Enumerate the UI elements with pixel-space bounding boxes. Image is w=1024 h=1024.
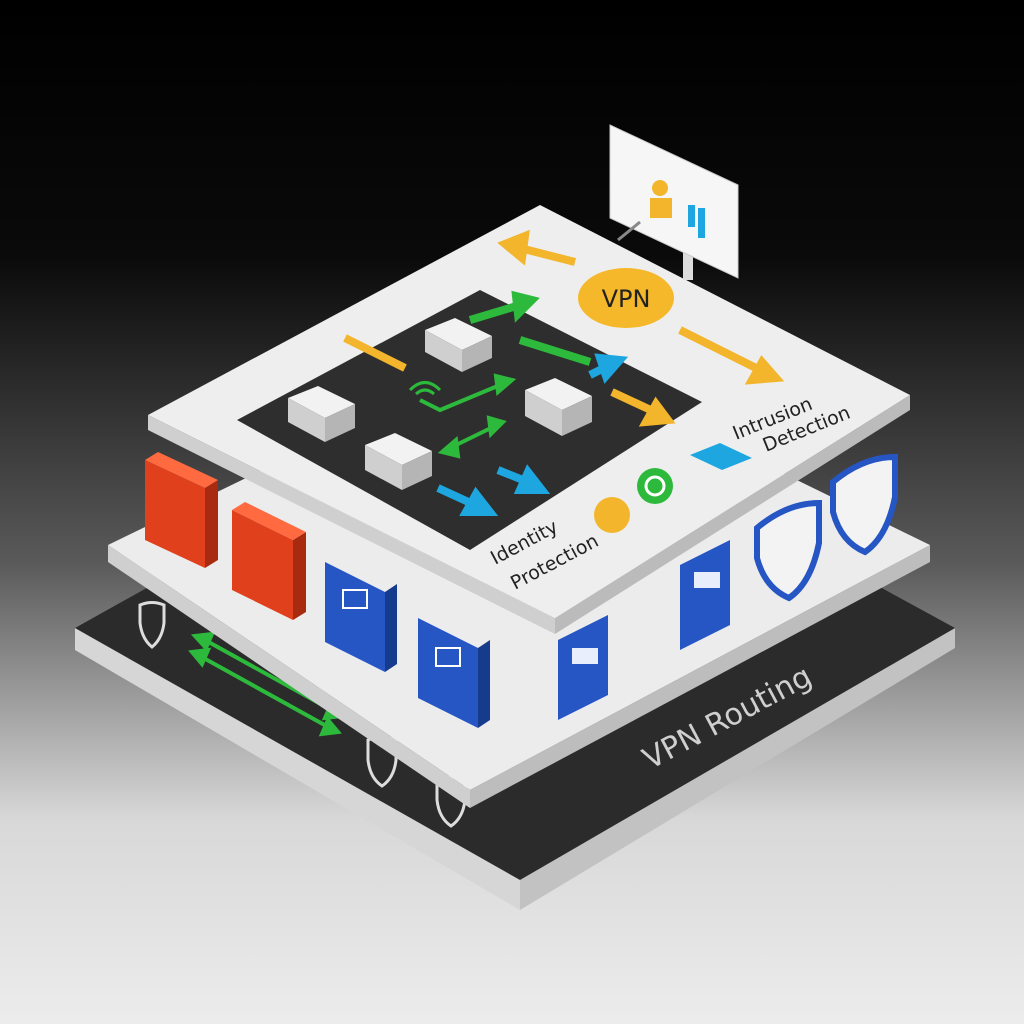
server-icon	[288, 386, 355, 442]
firewall-icon	[145, 452, 218, 568]
wifi-icon	[690, 443, 752, 470]
server-icon	[365, 433, 432, 490]
firewalls	[145, 452, 306, 620]
key-icon	[594, 497, 630, 533]
server-icon	[425, 318, 492, 372]
phone-device-icon	[558, 615, 608, 720]
blue-devices	[325, 453, 898, 728]
phone-device-icon	[680, 540, 730, 650]
sync-icon	[637, 468, 673, 504]
flow-arrows	[343, 229, 785, 516]
wifi-icon	[408, 381, 442, 396]
network-panel	[237, 290, 702, 550]
shield-icon	[830, 453, 898, 556]
shield-icon	[138, 601, 166, 649]
laptop-card-icon	[325, 562, 397, 672]
laptop-card-icon	[418, 618, 490, 728]
monitor-user-chart-icon	[609, 124, 739, 280]
firewall-icon	[232, 502, 306, 620]
server-icon	[525, 378, 592, 436]
vpn-badge: VPN	[578, 268, 674, 328]
servers	[288, 318, 592, 490]
shield-icon	[754, 499, 822, 602]
vpn-badge-label: VPN	[602, 285, 651, 313]
